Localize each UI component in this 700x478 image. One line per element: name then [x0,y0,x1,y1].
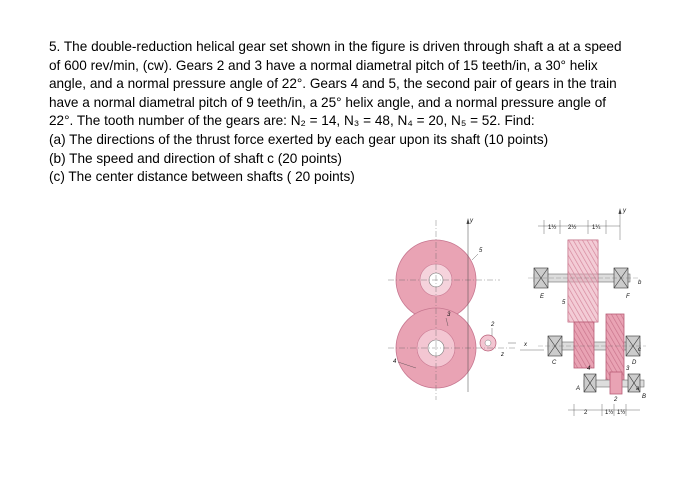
dim-bottom-3: 1½ [617,409,625,416]
bearing-b-label: B [642,394,646,400]
shaft-b-label: b [638,280,642,286]
bearing-a [583,373,597,393]
problem-line-3: angle, and a normal pressure angle of 22… [49,76,617,92]
y-label-right: y [622,208,627,214]
gear-2-label-side: 2 [613,397,618,403]
problem-line-2: of 600 rev/min, (cw). Gears 2 and 3 have… [49,57,598,73]
side-view: 1½ 2½ 1¼ y [520,208,646,416]
gear-3-label-left: 3 [447,312,451,318]
gear-4-label-left: 4 [393,359,397,365]
dim-top-2: 2½ [568,224,576,231]
y-label-left: y [469,218,474,224]
gear-3-label-side: 3 [626,366,630,372]
gear-train-figure: y 5 3 2 4 z 1½ 2½ 1¼ y [388,200,650,425]
z-label: z [500,352,504,358]
gear-train-drawing: y 5 3 2 4 z 1½ 2½ 1¼ y [388,208,646,416]
shaft-c-label: c [638,347,641,353]
bearing-e [533,267,549,289]
gear-2-side [609,371,623,395]
gear-4-label-side: 4 [587,366,591,372]
bearing-b [627,373,641,393]
problem-statement: 5. The double-reduction helical gear set… [49,38,659,187]
bearing-d-label: D [632,360,637,366]
end-view: y 5 3 2 4 z [388,218,516,400]
x-label: x [523,342,528,348]
bearing-f-label: F [626,294,630,300]
gear-2-label-left: 2 [490,322,495,328]
problem-line-1: 5. The double-reduction helical gear set… [49,39,622,54]
dim-bottom-1: 2 [584,410,588,416]
problem-line-5: 22°. The tooth number of the gears are: … [49,113,535,129]
gear-5-label-left: 5 [479,248,483,254]
bearing-e-label: E [540,294,545,300]
dim-top-3: 1¼ [592,225,601,231]
problem-line-4: have a normal diametral pitch of 9 teeth… [49,94,607,110]
question-c: (c) The center distance between shafts (… [49,169,355,185]
bearing-c-label: C [552,360,557,366]
dim-top-1: 1½ [548,224,556,231]
dim-bottom-2: 1½ [605,409,613,416]
bearing-a-label: A [575,386,580,392]
shaft-a-label: a [636,386,640,392]
gear-5-label-side: 5 [562,300,566,306]
question-b: (b) The speed and direction of shaft c (… [49,150,342,166]
question-a: (a) The directions of the thrust force e… [49,131,549,147]
